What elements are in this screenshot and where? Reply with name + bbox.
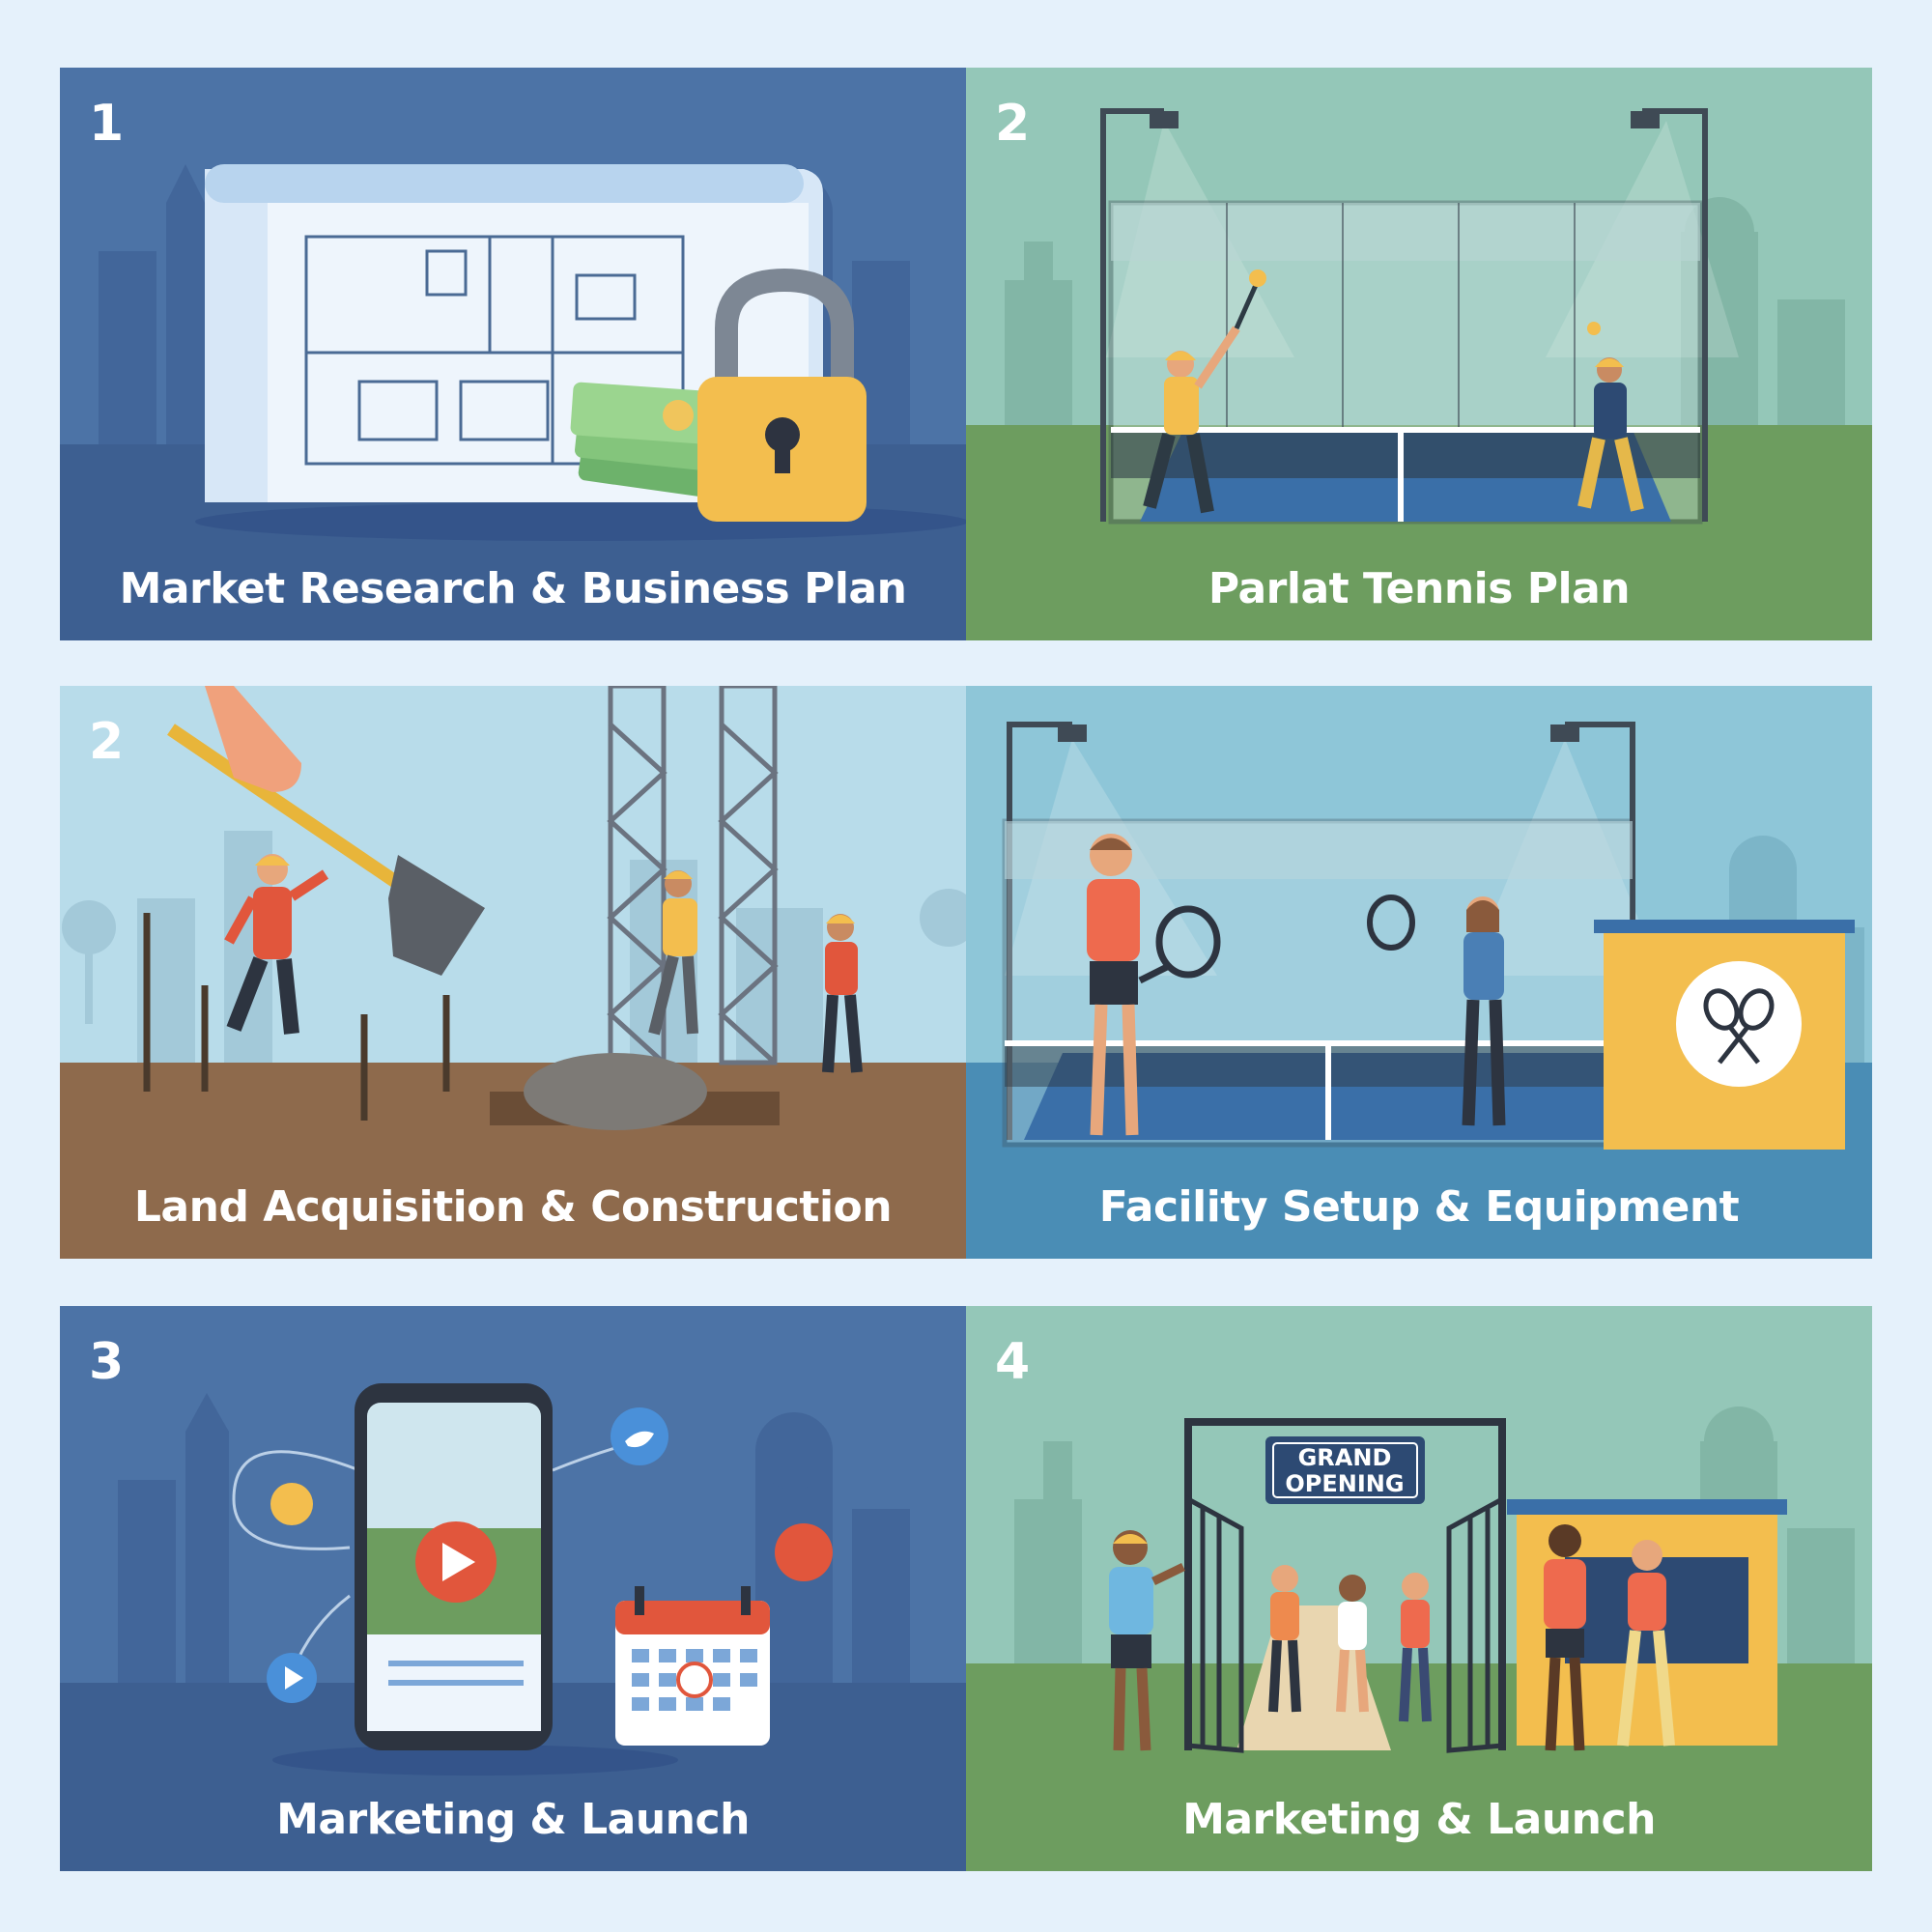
market-research-illustration: [60, 68, 966, 640]
sign-line-1: GRAND: [1298, 1444, 1392, 1471]
panel-market-research: 1 Market Research & Business Plan: [60, 68, 966, 640]
step-number: 4: [995, 1333, 1031, 1391]
construction-illustration: [60, 686, 966, 1259]
twitter-icon: [611, 1407, 668, 1465]
facility-illustration: [966, 686, 1872, 1259]
step-number: 2: [89, 713, 125, 771]
step-number: 2: [995, 95, 1031, 153]
marketing-illustration: [60, 1306, 966, 1871]
padlock-icon: [697, 268, 867, 522]
step-caption: Land Acquisition & Construction: [133, 1182, 893, 1232]
step-caption: Parlat Tennis Plan: [1208, 564, 1631, 613]
step-caption: Facility Setup & Equipment: [1098, 1182, 1740, 1232]
calendar-icon: [615, 1586, 770, 1746]
grand-opening-sign: GRAND OPENING: [1265, 1436, 1425, 1504]
grand-opening-illustration: GRAND OPENING: [966, 1306, 1872, 1871]
step-caption: Market Research & Business Plan: [119, 564, 907, 613]
panel-marketing-launch: 3 Marketing & Launch: [60, 1306, 966, 1871]
crossed-rackets-icon: [1676, 961, 1802, 1087]
tennis-court-illustration: [966, 68, 1872, 640]
panel-facility-setup: Facility Setup & Equipment: [966, 686, 1872, 1259]
sign-line-2: OPENING: [1285, 1470, 1404, 1497]
panel-tennis-plan: 2 Parlat Tennis Plan: [966, 68, 1872, 640]
play-icon: [415, 1521, 497, 1603]
step-caption: Marketing & Launch: [1182, 1795, 1656, 1844]
step-number: 1: [89, 95, 125, 153]
step-caption: Marketing & Launch: [276, 1795, 750, 1844]
panel-land-construction: 2 Land Acquisition & Construction: [60, 686, 966, 1259]
panel-grand-opening: GRAND OPENING: [966, 1306, 1872, 1871]
step-number: 3: [89, 1333, 125, 1391]
